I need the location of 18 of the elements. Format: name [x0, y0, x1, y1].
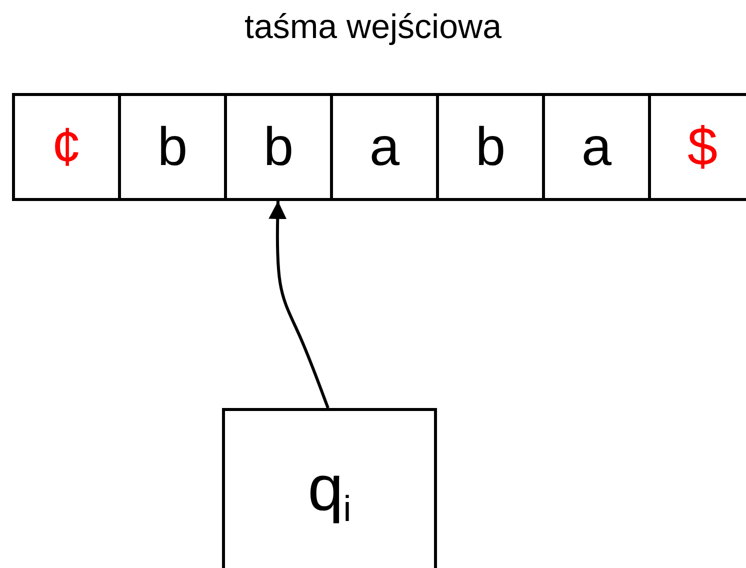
- tape-symbol: $: [687, 120, 718, 174]
- tape-cell: [12, 93, 121, 201]
- tape-cell: [330, 93, 439, 201]
- tape-symbol: b: [475, 120, 506, 174]
- tape-symbol: b: [157, 120, 188, 174]
- tape-cell: [542, 93, 651, 201]
- tape-cell: [224, 93, 333, 201]
- state-label: q$_{i}$: [308, 456, 352, 527]
- arrow: [268, 200, 330, 409]
- tape-symbol: a: [581, 120, 612, 174]
- tape-symbol: b: [263, 120, 294, 174]
- tape-cell: [436, 93, 545, 201]
- tape-cell: [648, 93, 746, 201]
- tape-symbol: a: [369, 120, 400, 174]
- tape-title: taśma wejściowa: [244, 8, 502, 47]
- state-box: [222, 408, 437, 568]
- tape-symbol: ¢: [51, 120, 82, 174]
- tape-cell: [118, 93, 227, 201]
